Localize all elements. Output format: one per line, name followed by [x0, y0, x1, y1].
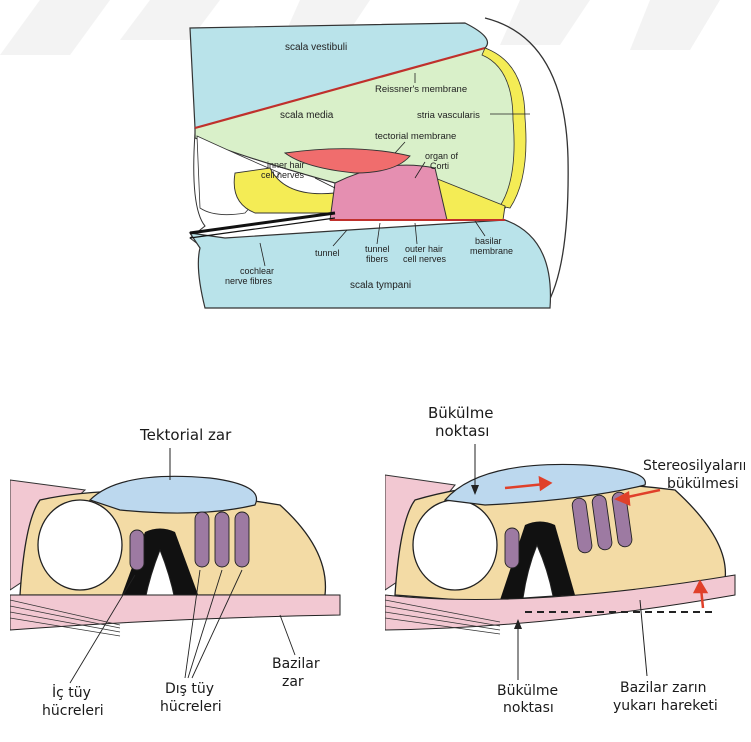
- label-organ-line1: organ of: [425, 151, 459, 161]
- label-stereo-line2: bükülmesi: [667, 476, 739, 492]
- label-bazilar-line2: zar: [282, 674, 304, 690]
- label-scala-vestibuli: scala vestibuli: [285, 42, 347, 53]
- label-stria-vascularis: stria vascularis: [417, 110, 480, 121]
- label-outer-hair-line2: cell nerves: [403, 254, 447, 264]
- label-scala-tympani: scala tympani: [350, 280, 411, 291]
- inner-sulcus: [38, 500, 122, 590]
- label-tectorial-membrane: tectorial membrane: [375, 131, 456, 142]
- label-tunnel-fibers-line1: tunnel: [365, 244, 390, 254]
- label-bazilar-yukari-line2: yukarı hareketi: [613, 698, 718, 714]
- label-organ-line2: Corti: [430, 161, 449, 171]
- label-basilar-line2: membrane: [470, 246, 513, 256]
- label-bukulme-bottom-line2: noktası: [503, 700, 554, 716]
- label-scala-media: scala media: [280, 110, 334, 121]
- inner-hair-cell: [505, 528, 519, 568]
- diagram-resting-hair-cells: Tektorial zar İç tüy hücreleri Dış tüy h…: [10, 400, 350, 735]
- label-stereo-line1: Stereosilyaların: [643, 458, 745, 474]
- label-tunnel-fibers-line2: fibers: [366, 254, 389, 264]
- label-inner-hair-line2: cell nerves: [261, 170, 305, 180]
- label-bukulme-bottom-line1: Bükülme: [497, 683, 558, 699]
- label-bazilar-line1: Bazilar: [272, 656, 320, 672]
- diagram-bent-hair-cells: Bükülme noktası Stereosilyaların bükülme…: [385, 400, 745, 735]
- label-basilar-line1: basilar: [475, 236, 502, 246]
- label-bazilar-yukari-line1: Bazilar zarın: [620, 680, 707, 696]
- scala-tympani-region: [190, 220, 550, 308]
- label-bukulme-top-line1: Bükülme: [428, 404, 494, 422]
- inner-sulcus: [413, 500, 497, 590]
- label-cochlear-line2: nerve fibres: [225, 276, 273, 286]
- label-ic-tuy-line1: İç tüy: [52, 683, 91, 701]
- label-dis-tuy-line1: Dış tüy: [165, 681, 214, 697]
- label-dis-tuy-line2: hücreleri: [160, 699, 222, 715]
- label-tunnel: tunnel: [315, 248, 340, 258]
- label-bukulme-top-line2: noktası: [435, 422, 489, 440]
- label-cochlear-line1: cochlear: [240, 266, 274, 276]
- cochlea-cross-section: scala vestibuli Reissner's membrane scal…: [185, 8, 580, 323]
- inner-hair-cell: [130, 530, 144, 570]
- label-tektorial-zar: Tektorial zar: [139, 426, 232, 444]
- basilar-membrane: [10, 595, 340, 630]
- label-ic-tuy-line2: hücreleri: [42, 703, 104, 719]
- cochlear-nerve-fibres: [190, 213, 335, 233]
- label-outer-hair-line1: outer hair: [405, 244, 443, 254]
- label-inner-hair-line1: inner hair: [267, 160, 305, 170]
- tectorial-membrane: [90, 476, 257, 513]
- label-reissner: Reissner's membrane: [375, 84, 467, 95]
